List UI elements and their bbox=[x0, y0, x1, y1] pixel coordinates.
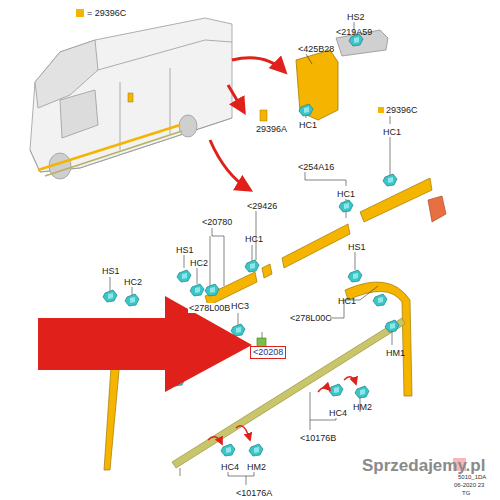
callout-number: HS1 bbox=[102, 266, 120, 276]
leader-line bbox=[110, 22, 392, 485]
legend-text: = 29396C bbox=[87, 8, 126, 18]
callout-number: HM2 bbox=[247, 462, 266, 472]
van-outline bbox=[30, 18, 232, 179]
legend-swatch bbox=[76, 9, 84, 17]
callout-number: HC2 bbox=[124, 277, 142, 287]
drawing-note: TG bbox=[462, 490, 470, 497]
callout-number: <425B28 bbox=[298, 44, 334, 54]
callout-number: HS1 bbox=[176, 245, 194, 255]
highlighted-callout: <20208 bbox=[250, 346, 286, 359]
callout-number: HC1 bbox=[245, 234, 263, 244]
callout-number: 29396A bbox=[256, 124, 287, 134]
callout-number: <20780 bbox=[202, 217, 232, 227]
callout-number: HC3 bbox=[231, 301, 249, 311]
callout-number: <278L00B bbox=[188, 303, 231, 313]
callout-number: 29396C bbox=[386, 105, 418, 115]
moulding-strip bbox=[205, 178, 432, 306]
callout-number: HC1 bbox=[299, 120, 317, 130]
callout-number: <10176A bbox=[236, 488, 272, 498]
callout-number: <219A59 bbox=[336, 27, 372, 37]
callout-number: <10176B bbox=[300, 433, 336, 443]
callout-number: <278L00C bbox=[290, 313, 332, 323]
clip-fastener bbox=[91, 34, 399, 456]
callout-number: HM2 bbox=[353, 402, 372, 412]
callout-number: HS1 bbox=[348, 242, 366, 252]
callout-number: HM1 bbox=[386, 348, 405, 358]
drawing-note: 06-2020 23 bbox=[454, 482, 484, 489]
highlight-arrow bbox=[38, 296, 252, 392]
legend-entry: = 29396C bbox=[76, 8, 126, 18]
watermark: Sprzedajemy.pl bbox=[360, 456, 487, 475]
part-number: <20208 bbox=[253, 347, 283, 358]
callout-number: <254A16 bbox=[298, 162, 334, 172]
callout-number: HS2 bbox=[347, 12, 365, 22]
callout-number: HC1 bbox=[338, 296, 356, 306]
callout-number: HC4 bbox=[221, 462, 239, 472]
callout-number: HC1 bbox=[383, 127, 401, 137]
fit-arrow bbox=[208, 377, 356, 444]
callout-number: HC2 bbox=[190, 258, 208, 268]
callout-number: <29426 bbox=[247, 201, 277, 211]
callout-number: HC1 bbox=[337, 189, 355, 199]
callout-number: HC4 bbox=[329, 408, 347, 418]
drawing-note: 5010_1DA bbox=[458, 474, 486, 481]
